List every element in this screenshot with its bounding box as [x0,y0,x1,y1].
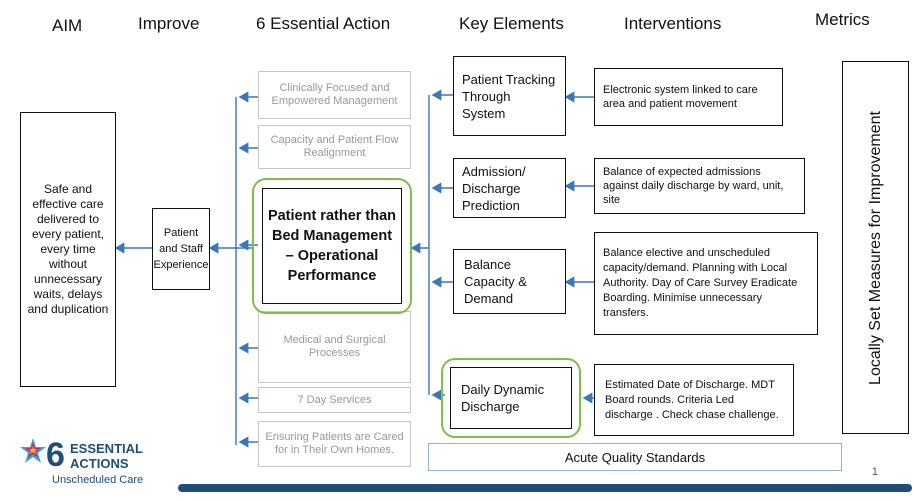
key-element-4-highlight: Daily Dynamic Discharge [441,358,581,438]
aim-box: Safe and effective care delivered to eve… [20,112,116,387]
intervention-1: Electronic system linked to care area an… [594,68,783,126]
essential-action-2: Capacity and Patient Flow Realignment [258,125,411,169]
essential-action-3: Medical and Surgical Processes [258,311,411,383]
header-essential-action: 6 Essential Action [256,14,391,33]
key-element-3-text: Balance Capacity & Demand [464,257,527,306]
logo-line2: ACTIONS [70,456,129,471]
essential-action-5-text: Ensuring Patients are Cared for in Their… [265,431,404,456]
key-element-2: Admission/ Discharge Prediction [453,158,566,218]
intervention-1-text: Electronic system linked to care area an… [603,84,758,110]
essential-action-5: Ensuring Patients are Cared for in Their… [258,421,411,467]
header-interventions: Interventions [624,14,722,33]
key-element-1: Patient Tracking Through System [453,56,566,136]
intervention-2-text: Balance of expected admissions against d… [603,166,784,206]
header-key-elements: Key Elements [459,14,564,33]
header-aim: AIM [52,16,83,35]
essential-action-2-text: Capacity and Patient Flow Realignment [270,134,399,159]
essential-action-3-text: Medical and Surgical Processes [283,334,386,359]
essential-action-1: Clinically Focused and Empowered Managem… [258,71,411,119]
star-icon [20,438,46,463]
intervention-4-text: Estimated Date of Discharge. MDT Board r… [605,378,779,421]
logo-line1: ESSENTIAL [70,441,143,456]
essential-action-1-text: Clinically Focused and Empowered Managem… [271,82,398,107]
logo-number: 6 [46,436,65,474]
aim-text: Safe and effective care delivered to eve… [27,182,109,316]
key-element-4-text: Daily Dynamic Discharge [461,382,545,414]
logo: 6 ESSENTIAL ACTIONS Unscheduled Care [20,436,170,488]
header-metrics: Metrics [815,10,870,29]
metrics-box: Locally Set Measures for Improvement [842,61,909,434]
central-action-box: Patient rather than Bed Management – Ope… [262,188,402,304]
key-element-1-text: Patient Tracking Through System [462,71,556,121]
improve-text: Patient and Staff Experience [153,227,209,271]
footer-bar [178,484,912,492]
central-action-highlight: Patient rather than Bed Management – Ope… [252,178,412,314]
improve-box: Patient and Staff Experience [152,208,210,290]
essential-action-4: 7 Day Services [258,387,411,413]
header-improve: Improve [138,14,200,33]
intervention-4: Estimated Date of Discharge. MDT Board r… [594,364,794,436]
central-action-text: Patient rather than Bed Management – Ope… [267,208,397,284]
key-element-2-text: Admission/ Discharge Prediction [462,163,526,213]
intervention-2: Balance of expected admissions against d… [594,158,805,214]
metrics-text: Locally Set Measures for Improvement [866,110,884,385]
standards-text: Acute Quality Standards [564,449,706,465]
logo-line3: Unscheduled Care [52,474,144,486]
essential-action-4-text: 7 Day Services [297,393,372,406]
key-element-3: Balance Capacity & Demand [453,249,566,314]
key-element-4: Daily Dynamic Discharge [450,367,572,429]
intervention-3-text: Balance elective and unscheduled capacit… [603,247,798,319]
intervention-3: Balance elective and unscheduled capacit… [594,232,818,335]
page-number: 1 [871,466,878,478]
standards-box: Acute Quality Standards [428,443,842,471]
